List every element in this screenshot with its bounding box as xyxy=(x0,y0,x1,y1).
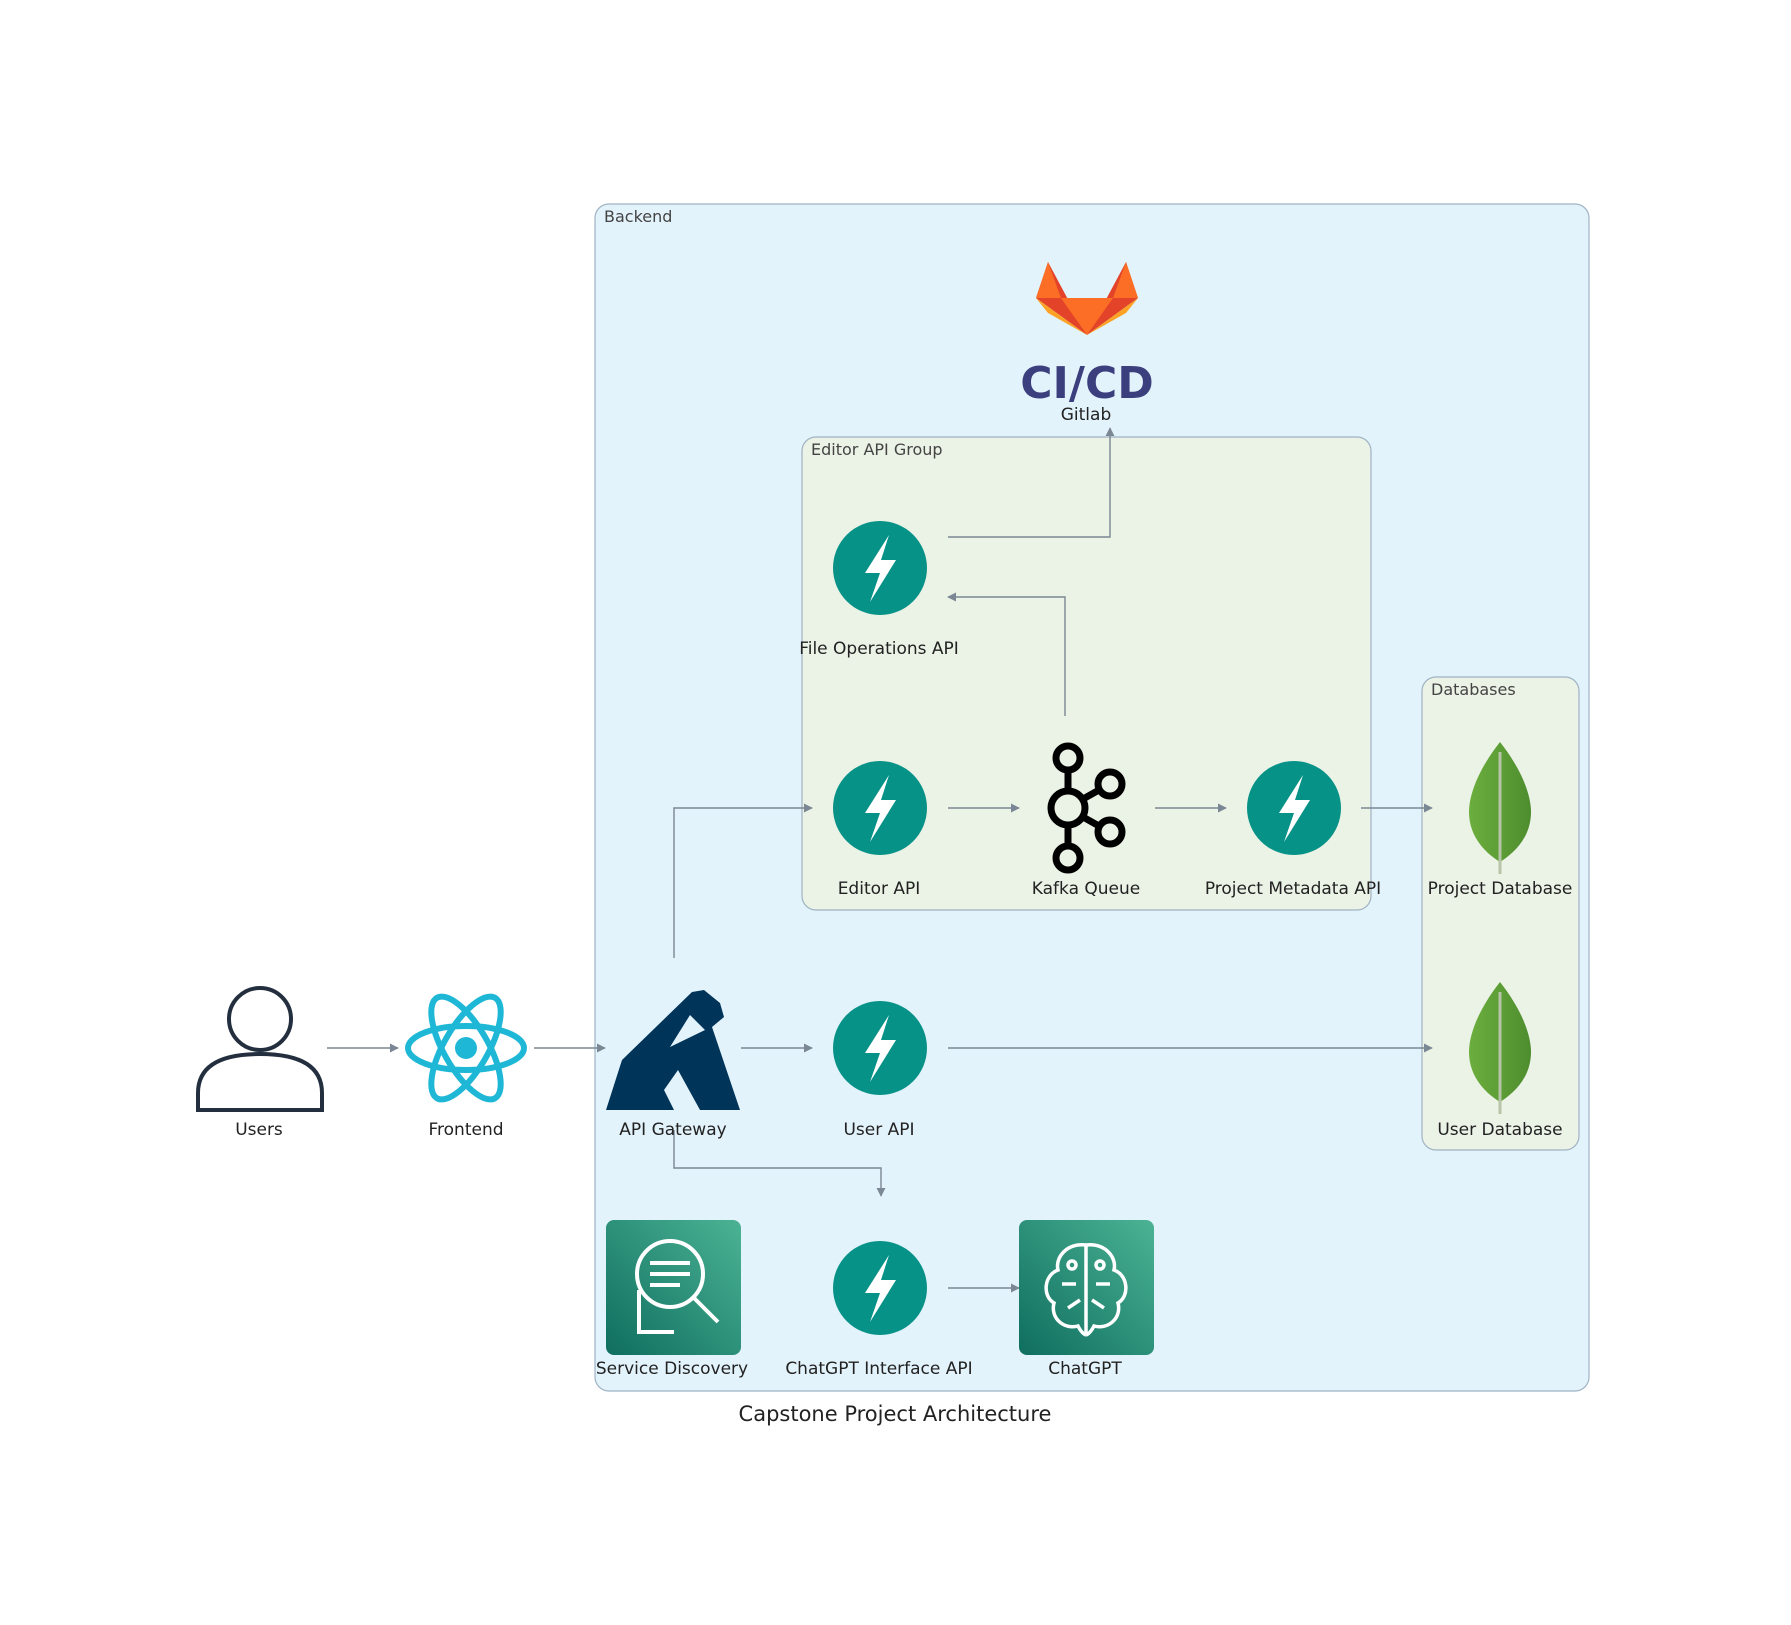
mongodb-icon xyxy=(1469,982,1531,1114)
node-label-kafka-queue: Kafka Queue xyxy=(1032,879,1140,899)
node-label-service-discovery: Service Discovery xyxy=(596,1359,748,1379)
diagram-caption: Capstone Project Architecture xyxy=(739,1402,1052,1426)
node-service-discovery[interactable]: Service Discovery xyxy=(596,1220,748,1379)
node-label-frontend: Frontend xyxy=(428,1120,503,1140)
edge-gateway-chatgptapi xyxy=(673,1130,886,1197)
node-label-file-operations-api: File Operations API xyxy=(799,639,959,659)
react-icon xyxy=(405,993,527,1103)
node-label-gitlab: Gitlab xyxy=(1061,405,1112,425)
node-label-project-database: Project Database xyxy=(1428,879,1573,899)
node-project-database[interactable]: Project Database xyxy=(1428,742,1573,899)
node-label-api-gateway: API Gateway xyxy=(619,1120,726,1140)
cluster-label-databases: Databases xyxy=(1431,680,1516,699)
cluster-label-editor-api-group: Editor API Group xyxy=(811,440,943,459)
edge-gateway-editorapi xyxy=(673,803,813,958)
node-frontend[interactable]: Frontend xyxy=(405,987,527,1140)
fastapi-icon xyxy=(1247,761,1341,855)
node-label-chatgpt: ChatGPT xyxy=(1048,1359,1122,1379)
kong-icon xyxy=(606,990,740,1110)
fastapi-icon xyxy=(833,1241,927,1335)
chatgpt-icon xyxy=(1019,1220,1154,1355)
edge-kafka-fileops xyxy=(947,592,1066,716)
fastapi-icon xyxy=(833,521,927,615)
gitlab-cicd-icon: CI/CD xyxy=(1020,262,1154,409)
cluster-databases: Databases xyxy=(1421,676,1580,1151)
node-project-metadata-api[interactable]: Project Metadata API xyxy=(1205,761,1381,899)
node-label-user-api: User API xyxy=(843,1120,914,1140)
node-label-users: Users xyxy=(235,1120,283,1140)
node-api-gateway[interactable]: API Gateway xyxy=(606,990,740,1140)
node-user-api[interactable]: User API xyxy=(833,1001,927,1140)
node-kafka-queue[interactable]: Kafka Queue xyxy=(1032,742,1140,899)
mongodb-icon xyxy=(1469,742,1531,874)
node-editor-api[interactable]: Editor API xyxy=(833,761,927,899)
cluster-editor-api-group: Editor API Group xyxy=(801,436,1372,911)
node-file-operations-api[interactable]: File Operations API xyxy=(799,521,959,659)
service-discovery-icon xyxy=(606,1220,741,1355)
node-users[interactable]: Users xyxy=(196,986,324,1140)
edges xyxy=(327,427,1433,1293)
fastapi-icon xyxy=(833,1001,927,1095)
cluster-label-backend: Backend xyxy=(604,207,672,226)
node-label-editor-api: Editor API xyxy=(838,879,921,899)
edge-fileops-gitlab xyxy=(948,427,1115,538)
gitlab-logo-text: CI/CD xyxy=(1020,358,1154,409)
node-label-project-metadata-api: Project Metadata API xyxy=(1205,879,1381,899)
node-user-database[interactable]: User Database xyxy=(1437,982,1563,1140)
kafka-icon xyxy=(1047,742,1126,874)
user-icon xyxy=(196,986,324,1112)
node-gitlab[interactable]: CI/CD Gitlab xyxy=(1020,262,1154,425)
fastapi-icon xyxy=(833,761,927,855)
node-chatgpt[interactable]: ChatGPT xyxy=(1019,1220,1154,1379)
node-label-chatgpt-interface-api: ChatGPT Interface API xyxy=(785,1359,972,1379)
node-chatgpt-interface-api[interactable]: ChatGPT Interface API xyxy=(785,1241,973,1379)
node-label-user-database: User Database xyxy=(1437,1120,1562,1140)
